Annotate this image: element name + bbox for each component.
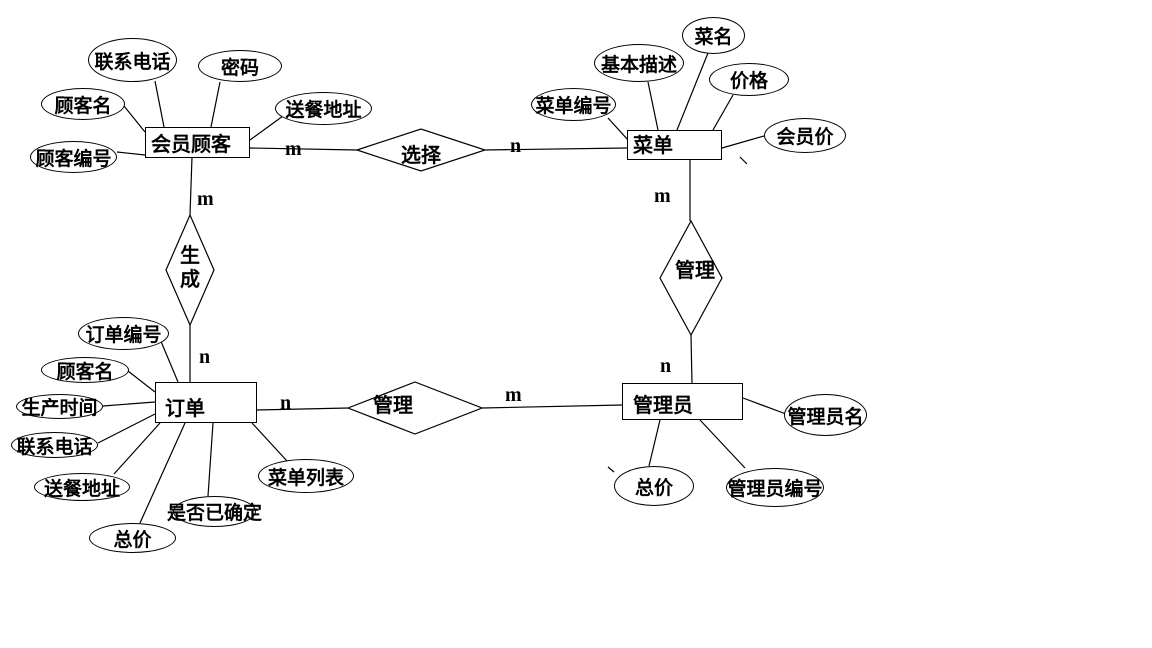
connector-line	[676, 52, 709, 131]
cardinality-manage-order-left: n	[280, 392, 292, 414]
attr-order-contact-phone: 联系电话	[11, 432, 98, 458]
cardinality-manage-menu-top: m	[654, 185, 671, 207]
connector-line	[127, 370, 156, 393]
attr-admin-id: 管理员编号	[726, 468, 824, 507]
relationship-label-generate: 生成	[180, 245, 200, 291]
entity-order: 订单	[155, 382, 257, 423]
attr-order-customer-name: 顾客名	[41, 357, 129, 383]
connector-line	[249, 147, 358, 151]
attr-order-menu-list: 菜单列表	[258, 459, 354, 493]
connector-line	[113, 422, 161, 475]
attr-menu-price: 价格	[709, 63, 789, 96]
attr-order-confirmed-flag: 是否已确定	[167, 496, 262, 527]
relationship-diamond-manage-order	[346, 381, 484, 435]
connector-line	[647, 81, 659, 131]
entity-menu: 菜单	[627, 130, 722, 160]
cardinality-select-left: m	[285, 138, 302, 160]
entity-member-customer: 会员顾客	[145, 127, 250, 158]
stray-tick	[739, 156, 748, 165]
connector-line	[123, 105, 146, 133]
attr-order-order-id: 订单编号	[78, 317, 169, 350]
connector-line	[116, 151, 146, 156]
connector-line	[249, 115, 284, 141]
relationship-diamond-select	[355, 128, 487, 172]
attr-menu-member-price: 会员价	[764, 118, 846, 153]
connector-line	[607, 117, 629, 141]
relationship-diamond-generate	[165, 213, 215, 327]
connector-line	[210, 81, 221, 128]
connector-line	[189, 156, 193, 216]
connector-line	[154, 80, 165, 128]
attr-admin-total-price: 总价	[614, 466, 694, 506]
connector-line	[742, 397, 787, 415]
connector-line	[481, 404, 623, 409]
cardinality-select-right: n	[510, 135, 522, 157]
connector-line	[102, 401, 156, 407]
stray-tick	[607, 466, 615, 473]
attr-member-customer-id: 顾客编号	[30, 141, 117, 173]
connector-line	[484, 147, 628, 151]
attr-member-customer-name: 顾客名	[41, 88, 125, 120]
connector-line	[251, 422, 288, 462]
attr-menu-dish-name: 菜名	[682, 17, 745, 54]
relationship-label-select: 选择	[401, 145, 441, 167]
connector-line	[207, 422, 214, 497]
connector-line	[139, 422, 186, 524]
attr-menu-menu-id: 菜单编号	[531, 88, 616, 121]
attr-member-delivery-address: 送餐地址	[275, 92, 372, 125]
connector-line	[721, 135, 765, 149]
attr-order-total-price: 总价	[89, 523, 176, 553]
attr-order-production-time: 生产时间	[16, 394, 103, 419]
connector-line	[97, 413, 156, 444]
connector-line	[159, 338, 179, 383]
cardinality-manage-menu-bottom: n	[660, 355, 672, 377]
attr-member-contact-phone: 联系电话	[88, 38, 177, 82]
attr-member-password: 密码	[198, 50, 282, 82]
relationship-diamond-manage-menu	[659, 219, 723, 337]
connector-line	[699, 419, 746, 469]
connector-line	[256, 407, 349, 411]
attr-order-delivery-address: 送餐地址	[34, 473, 130, 501]
attr-menu-description: 基本描述	[594, 44, 684, 82]
attr-admin-name: 管理员名	[784, 394, 867, 436]
connector-line	[690, 334, 693, 384]
cardinality-generate-bottom: n	[199, 346, 211, 368]
connector-line	[712, 94, 734, 131]
connector-line	[648, 419, 661, 467]
relationship-label-manage-order: 管理	[373, 395, 413, 417]
cardinality-manage-order-right: m	[505, 384, 522, 406]
entity-admin: 管理员	[622, 383, 743, 420]
relationship-label-manage-menu: 管理	[675, 260, 715, 282]
cardinality-generate-top: m	[197, 188, 214, 210]
